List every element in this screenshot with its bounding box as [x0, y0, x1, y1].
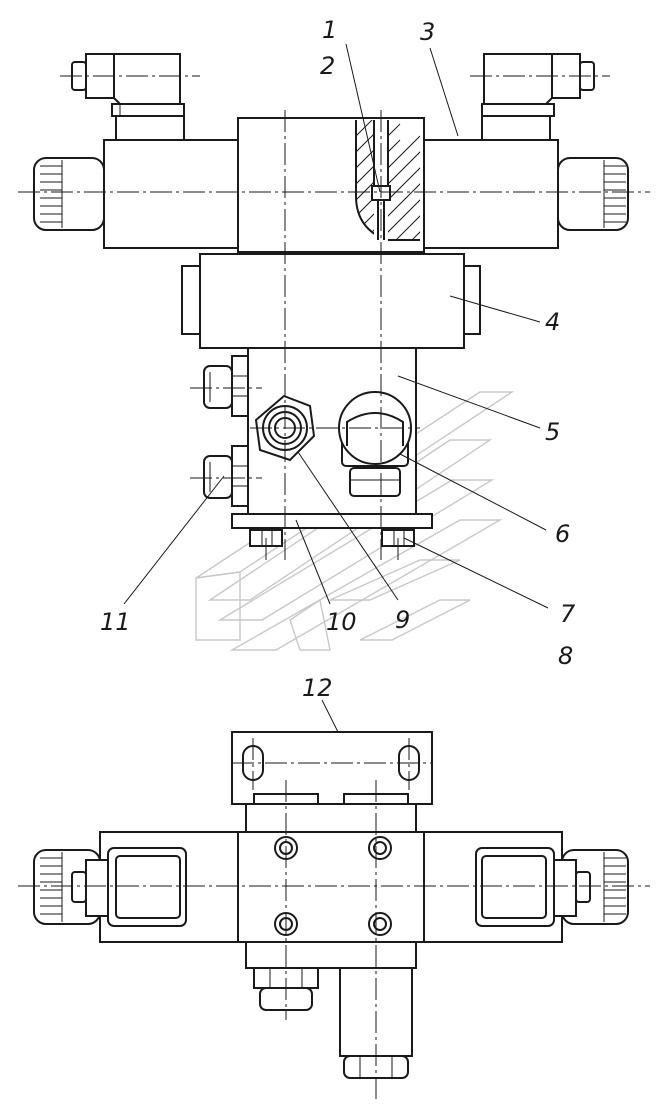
nut-fitting — [338, 391, 412, 497]
callout-10: 10 — [326, 608, 357, 636]
callout-6: 6 — [555, 520, 570, 548]
mounting-bracket — [231, 731, 433, 813]
callout-9: 9 — [395, 606, 410, 634]
callout-7: 7 — [560, 600, 576, 628]
center-axes-top — [18, 75, 650, 560]
callout-1: 1 — [322, 16, 337, 44]
side-plug-lower — [203, 445, 249, 507]
right-solenoid-coil — [423, 139, 629, 249]
right-solenoid-plan — [423, 831, 629, 943]
callout-5: 5 — [545, 418, 560, 446]
callout-8: 8 — [558, 642, 573, 670]
center-axes-plan — [18, 780, 650, 1100]
callout-labels: 1 2 3 4 5 6 7 8 9 10 11 12 — [100, 16, 576, 702]
intermediate-plate — [181, 253, 481, 349]
callout-2: 2 — [320, 52, 335, 80]
left-solenoid-plan — [33, 831, 239, 943]
callout-12: 12 — [302, 674, 333, 702]
callout-3: 3 — [420, 18, 435, 46]
side-plug-upper — [203, 355, 249, 417]
left-connector-plug — [71, 53, 185, 143]
callout-11: 11 — [100, 608, 131, 636]
left-solenoid-coil — [33, 139, 239, 249]
valve-body — [237, 117, 425, 253]
callout-4: 4 — [545, 308, 560, 336]
right-connector-plug — [481, 53, 595, 143]
